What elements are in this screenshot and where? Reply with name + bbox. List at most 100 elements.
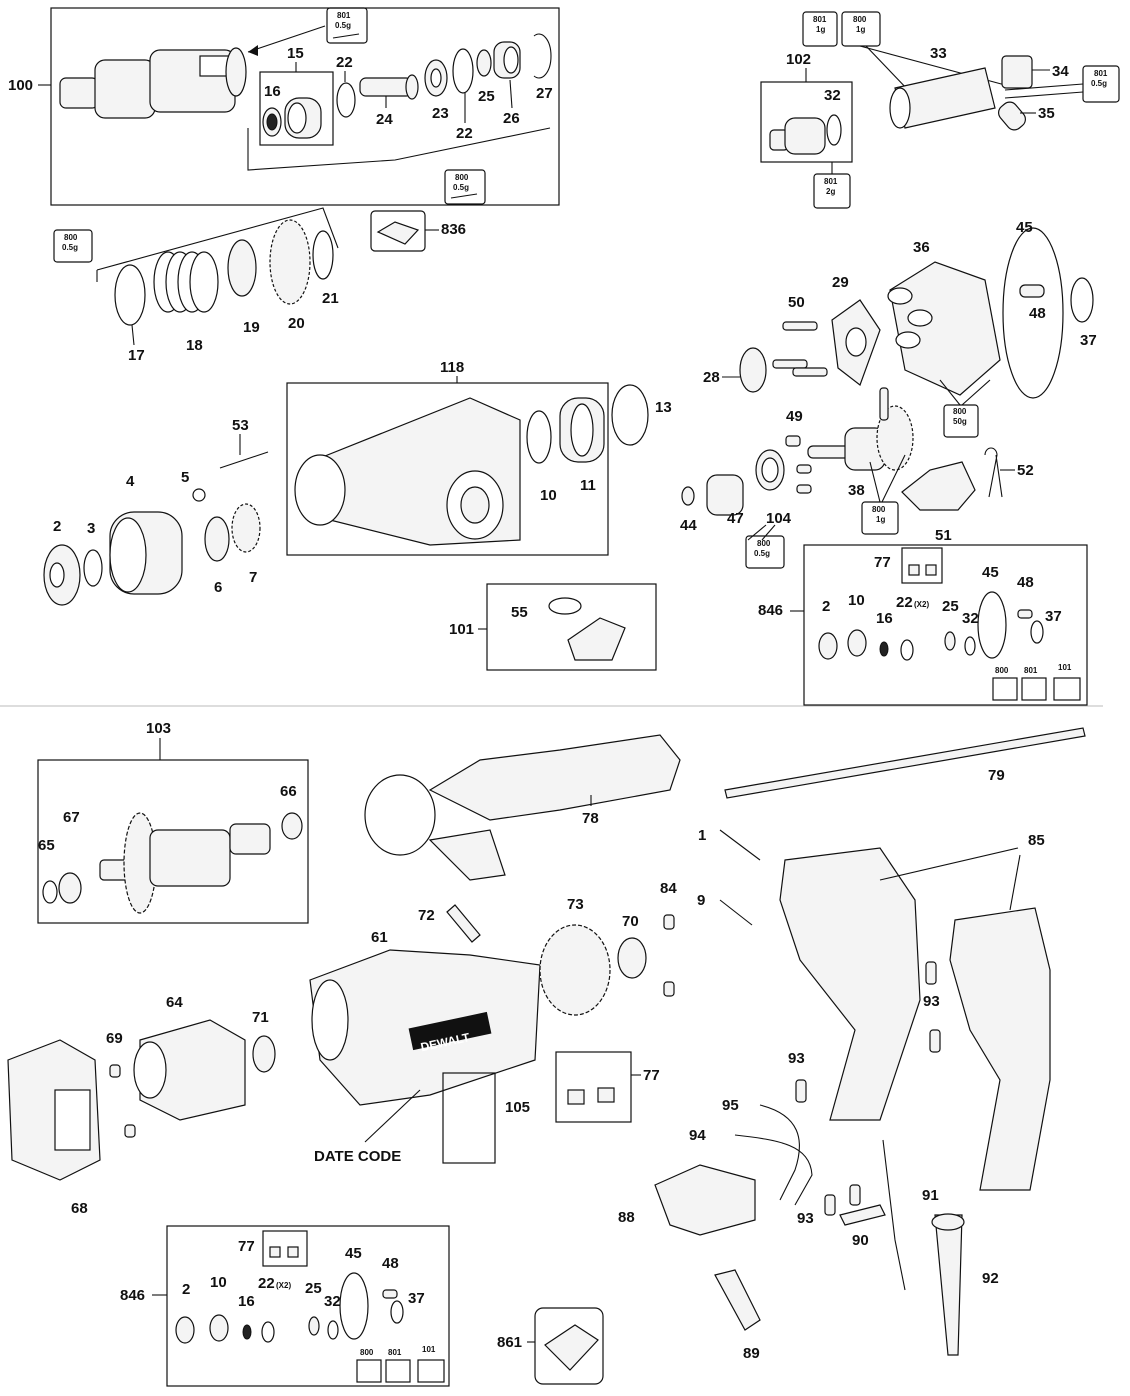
svg-text:0.5g: 0.5g [62, 243, 78, 252]
ring-6 [204, 516, 230, 562]
svg-text:101: 101 [422, 1345, 436, 1354]
callout-101: 101 [449, 621, 474, 638]
lube-tag-801-1g: 801 1g [802, 11, 838, 47]
part-72 [446, 904, 481, 943]
ring-37a [1070, 277, 1094, 323]
callout-94: 94 [689, 1127, 706, 1144]
callout-45a: 45 [1016, 219, 1033, 236]
callout-2b: 2 [822, 598, 830, 615]
callout-77a: 77 [874, 554, 891, 571]
callout-7: 7 [249, 569, 257, 586]
callout-32a: 32 [824, 87, 841, 104]
case-861 [534, 1307, 604, 1385]
callout-4: 4 [126, 473, 135, 490]
cylinder-33 [889, 67, 996, 129]
svg-text:801: 801 [388, 1348, 402, 1357]
callout-51: 51 [935, 527, 952, 544]
callout-25a: 25 [478, 88, 495, 105]
lube-tag-800-0.5g: 800 0.5g [444, 169, 486, 205]
flange-29 [831, 299, 881, 386]
screws-50 [772, 321, 828, 377]
bearing-66 [281, 812, 303, 840]
callout-32c: 32 [324, 1293, 341, 1310]
lube-tag-800-0.5g-c: 800 0.5g [745, 535, 785, 569]
part-102 [769, 117, 826, 155]
group-103-box [37, 759, 309, 924]
callout-52: 52 [1017, 462, 1034, 479]
callout-64: 64 [166, 994, 183, 1011]
callout-846a: 846 [758, 602, 783, 619]
part-89 [714, 1269, 761, 1331]
brand-plate [408, 1011, 492, 1051]
callout-89: 89 [743, 1345, 760, 1362]
lube-tag-800-1g: 800 1g [841, 11, 881, 47]
svg-text:0.5g: 0.5g [453, 183, 469, 192]
callout-16b: 16 [876, 610, 893, 627]
side-handle-78 [364, 734, 681, 881]
pin-69 [109, 1064, 121, 1078]
ring-21 [312, 230, 334, 280]
callout-26: 26 [503, 110, 520, 127]
shaft-38 [807, 387, 914, 471]
housing-85 [779, 847, 1051, 1191]
callout-95: 95 [722, 1097, 739, 1114]
svg-text:800: 800 [872, 505, 886, 514]
callout-67: 67 [63, 809, 80, 826]
callout-90: 90 [852, 1232, 869, 1249]
callout-84: 84 [660, 880, 677, 897]
callout-2a: 2 [53, 518, 61, 535]
spring-7 [231, 503, 261, 553]
ball-5 [192, 488, 206, 502]
callout-103: 103 [146, 720, 171, 737]
callout-70: 70 [622, 913, 639, 930]
cap-101 [567, 617, 626, 661]
pin-24 [359, 74, 419, 100]
callout-22a: 22 [336, 54, 353, 71]
qty-x2-a: (X2) [914, 600, 929, 609]
lube-tag-801-0.5g: 801 0.5g [326, 7, 368, 44]
callout-29: 29 [832, 274, 849, 291]
group-118-box [286, 382, 609, 556]
washer-44 [681, 486, 695, 506]
part-35 [998, 101, 1026, 131]
ring-22a [336, 82, 356, 118]
callout-22c: 22 [896, 594, 913, 611]
svg-text:0.5g: 0.5g [754, 549, 770, 558]
callout-100: 100 [8, 77, 33, 94]
washer-65 [42, 880, 58, 904]
callout-11: 11 [580, 477, 596, 494]
gasket-45 [1002, 227, 1064, 399]
callout-25c: 25 [305, 1280, 322, 1297]
callout-71: 71 [252, 1009, 269, 1026]
callout-10a: 10 [540, 487, 557, 504]
callout-32b: 32 [962, 610, 979, 627]
svg-text:800: 800 [64, 233, 78, 242]
callout-846b: 846 [120, 1287, 145, 1304]
armature-103 [99, 812, 271, 914]
callout-9: 9 [697, 892, 705, 909]
callout-44: 44 [680, 517, 697, 534]
callout-48c: 48 [382, 1255, 399, 1272]
gear-47 [706, 474, 744, 516]
kit-846-box-b [166, 1225, 450, 1387]
callout-10c: 10 [210, 1274, 227, 1291]
svg-text:801: 801 [1024, 666, 1038, 675]
callout-73: 73 [567, 896, 584, 913]
callout-48a: 48 [1029, 305, 1046, 322]
date-code-label: DATE CODE [314, 1148, 401, 1165]
callout-49: 49 [786, 408, 803, 425]
callout-24: 24 [376, 111, 393, 128]
group-100-box [50, 7, 560, 206]
kit-836 [370, 210, 426, 252]
callout-50: 50 [788, 294, 805, 311]
callout-66: 66 [280, 783, 297, 800]
seal-13 [611, 384, 649, 446]
callout-21: 21 [322, 290, 339, 307]
ring-3 [83, 549, 103, 587]
callout-35: 35 [1038, 105, 1055, 122]
part-34 [1001, 55, 1033, 89]
svg-text:801: 801 [824, 177, 838, 186]
motor-housing-61: DEWALT [309, 949, 541, 1106]
svg-text:801: 801 [813, 15, 827, 24]
callout-77c: 77 [238, 1238, 255, 1255]
